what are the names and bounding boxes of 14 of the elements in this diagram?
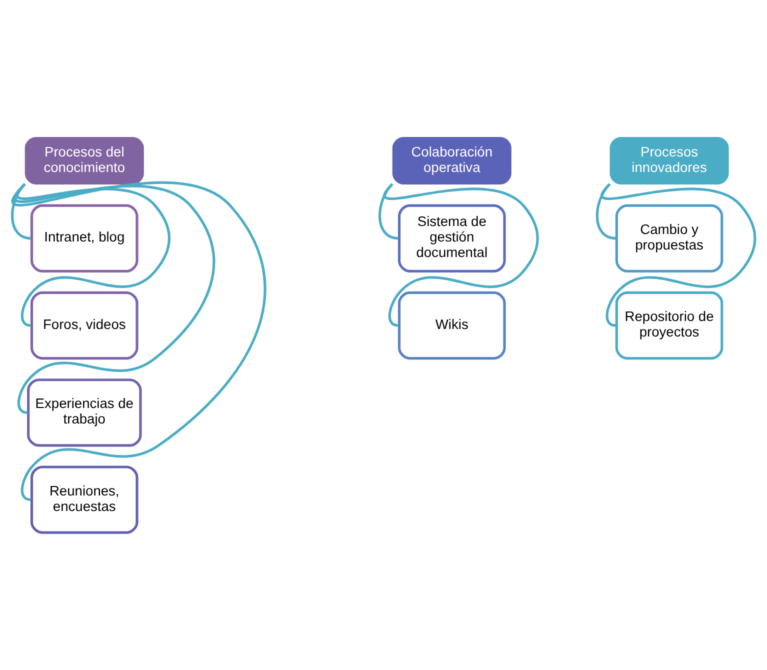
connector (14, 183, 215, 414)
node-box: Procesos innovadores (610, 137, 729, 184)
node-box: Experiencias de trabajo (27, 378, 142, 447)
node-box: Procesos del conocimiento (24, 137, 144, 184)
node-box: Colaboración operativa (392, 137, 512, 184)
connector (601, 183, 756, 327)
node-box: Cambio y propuestas (615, 204, 724, 272)
node-box: Wikis (398, 291, 506, 360)
node-box: Foros, videos (30, 291, 138, 360)
node-box: Reuniones, encuestas (30, 466, 138, 534)
connector (384, 183, 539, 327)
node-box: Repositorio de proyectos (615, 291, 724, 360)
node-box: Intranet, blog (30, 204, 138, 272)
node-box: Sistema de gestión documental (398, 204, 506, 272)
